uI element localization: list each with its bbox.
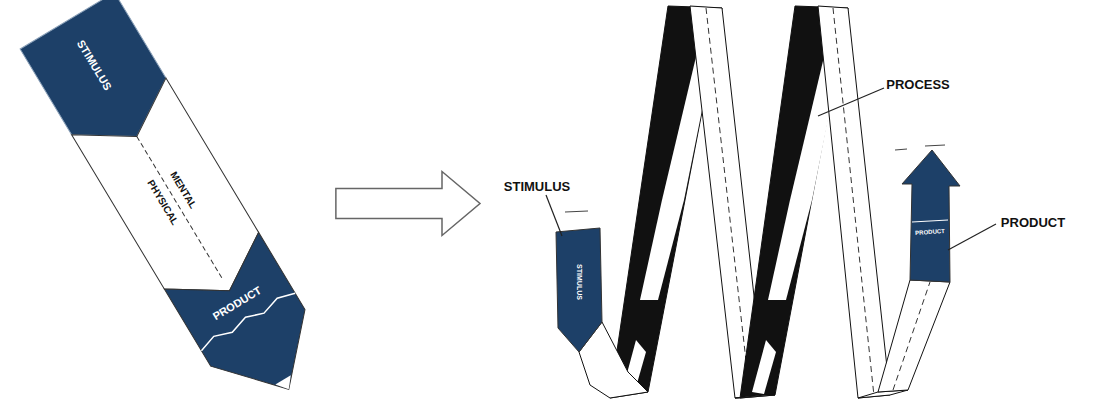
leader-line [546, 195, 562, 236]
ribbon-centerline [833, 8, 874, 396]
ribbon-centerline [893, 282, 930, 390]
flow-arrow [336, 172, 480, 236]
leader-line [948, 224, 996, 250]
node-outline [20, 0, 336, 404]
callout-label: STIMULUS [504, 179, 570, 194]
ribbon-strip [878, 280, 950, 392]
product-arrow [902, 150, 960, 282]
ribbon-centerline [706, 8, 750, 396]
outline-group [556, 6, 960, 398]
node-outline [480, 0, 960, 404]
outline-group [20, 0, 336, 404]
stage-text: STIMULUS [576, 264, 583, 300]
pencil-tip [275, 375, 296, 394]
tick-line [565, 211, 588, 212]
divider-line [912, 220, 948, 222]
divider-line [137, 136, 222, 277]
pencil-figure: STIMULUSMENTALPHYSICALPRODUCT [20, 0, 336, 404]
ribbon-strip [735, 395, 775, 398]
ribbon-highlight [752, 340, 776, 394]
spiral-ribbon: STIMULUSPRODUCT [480, 0, 960, 404]
tick-line [925, 145, 945, 146]
ribbon-strip [818, 6, 890, 398]
tick-line [895, 149, 907, 150]
callout-label: PRODUCT [1001, 215, 1065, 230]
callout-label: PROCESS [886, 77, 950, 92]
product-band [164, 232, 336, 404]
stimulus-block [556, 228, 602, 352]
